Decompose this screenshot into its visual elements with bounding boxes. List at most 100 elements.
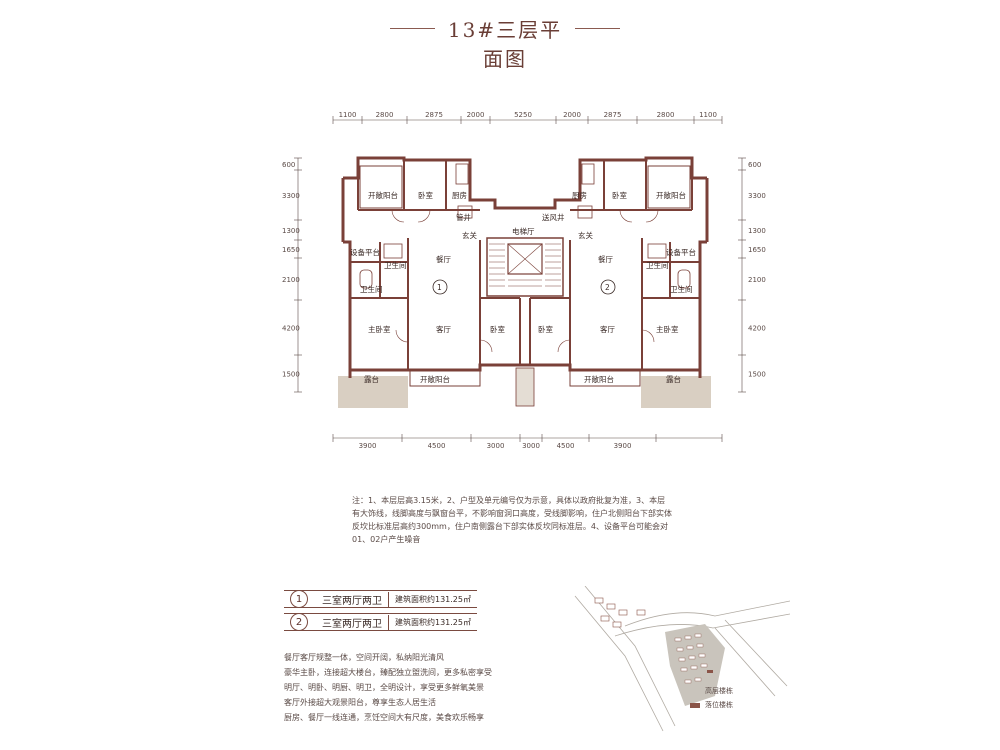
dimension-left: 600 3300 1300 1650 2100 4200 1500 — [282, 157, 302, 393]
label-terrace-1: 露台 — [364, 374, 379, 384]
unit-type: 三室两厅两卫 — [316, 591, 389, 607]
label-bath-2a: 卫生间 — [646, 260, 669, 270]
unit-number: 2 — [290, 613, 308, 631]
dimension-label: 3900 — [614, 442, 632, 450]
label-bath-1a: 卫生间 — [360, 284, 383, 294]
title-block: 13#三层平面图 — [0, 10, 1000, 71]
dimension-label: 2875 — [604, 111, 622, 119]
legend-item-highrise: 高层楼栋 — [690, 684, 733, 698]
label-elevator-hall: 电梯厅 — [512, 226, 535, 236]
dimension-label: 2000 — [467, 111, 485, 119]
dimension-label: 3300 — [748, 192, 766, 200]
title-rule-left — [390, 28, 435, 29]
svg-text:1: 1 — [437, 283, 442, 292]
feature-item: 客厅外接超大观景阳台，尊享生态人居生活 — [284, 698, 436, 707]
dimension-label: 600 — [282, 161, 295, 169]
label-dining-2: 餐厅 — [598, 255, 613, 264]
label-living-1: 客厅 — [436, 324, 451, 334]
dimension-label: 5250 — [514, 111, 532, 119]
label-dining-1: 餐厅 — [436, 255, 451, 264]
label-terrace-2: 露台 — [666, 374, 681, 384]
unit-marker-1: 1 — [432, 279, 448, 295]
dimension-label: 2100 — [282, 276, 300, 284]
map-legend: 高层楼栋 落位楼栋 — [690, 684, 733, 712]
label-balcony-1b: 开敞阳台 — [420, 374, 450, 384]
label-bedroom-1a: 卧室 — [418, 190, 433, 200]
dimension-bottom: 3900 4500 3000 3000 4500 3900 — [332, 434, 723, 450]
label-entrance-1: 玄关 — [462, 230, 477, 240]
label-balcony-2b: 开敞阳台 — [584, 374, 614, 384]
unit-row-1: 1 三室两厅两卫 建筑面积约131.25㎡ — [284, 590, 477, 608]
dimension-label: 1500 — [748, 371, 766, 379]
dimension-label: 1300 — [282, 227, 300, 235]
label-living-2: 客厅 — [600, 324, 615, 334]
door-swings — [391, 209, 659, 353]
dimension-label: 4200 — [748, 325, 766, 333]
label-pipe-1: 管井 — [456, 212, 471, 222]
label-bedroom-1b: 卧室 — [490, 324, 505, 334]
label-equip-2: 设备平台 — [666, 247, 696, 257]
walls-interior — [350, 160, 700, 370]
dimension-label: 600 — [748, 161, 761, 169]
dimension-label: 3000 — [522, 442, 540, 450]
legend-item-located: 落位楼栋 — [690, 698, 733, 712]
label-equip-1: 设备平台 — [350, 247, 380, 257]
label-bedroom-2a: 卧室 — [612, 190, 627, 200]
notes: 注：1、本层层高3.15米，2、户型及单元编号仅为示意，具体以政府批复为准，3、… — [352, 496, 672, 544]
label-kitchen-2: 厨房 — [572, 190, 587, 200]
site-map — [574, 586, 790, 732]
dimension-label: 3900 — [359, 442, 377, 450]
label-master-2: 主卧室 — [656, 324, 679, 334]
label-kitchen-1: 厨房 — [452, 190, 467, 200]
title-rule-right — [575, 28, 620, 29]
dimension-right: 600 3300 1300 1650 2100 4200 1500 — [738, 157, 766, 393]
dimension-label: 1650 — [748, 246, 766, 254]
label-bedroom-2b: 卧室 — [538, 324, 553, 334]
unit-list: 1 三室两厅两卫 建筑面积约131.25㎡ 2 三室两厅两卫 建筑面积约131.… — [284, 590, 477, 636]
label-master-1: 主卧室 — [368, 324, 391, 334]
feature-item: 厨房、餐厅一线连通，烹饪空间大有尺度，美食欢乐畅享 — [284, 713, 484, 722]
dimension-label: 2875 — [425, 111, 443, 119]
label-balcony-1: 开敞阳台 — [368, 190, 398, 200]
dimension-label: 4500 — [428, 442, 446, 450]
entry-porch — [515, 367, 535, 407]
label-entrance-2: 玄关 — [578, 230, 593, 240]
balconies — [359, 165, 691, 387]
legend-swatch — [690, 702, 700, 708]
dimension-label: 1500 — [282, 371, 300, 379]
dimension-label: 4500 — [557, 442, 575, 450]
label-balcony-2: 开敞阳台 — [656, 190, 686, 200]
unit-area: 建筑面积约131.25㎡ — [395, 617, 471, 627]
fixtures — [359, 163, 691, 289]
dimension-label: 2100 — [748, 276, 766, 284]
dimension-label: 1650 — [282, 246, 300, 254]
label-bath-1b: 卫生间 — [384, 260, 407, 270]
unit-number: 1 — [290, 590, 308, 608]
page-title: 13#三层平面图 — [447, 18, 563, 71]
dimension-label: 2800 — [376, 111, 394, 119]
dimension-label: 1100 — [699, 111, 717, 119]
svg-text:2: 2 — [605, 283, 610, 292]
terrace-right — [641, 376, 711, 408]
dimension-label: 2800 — [657, 111, 675, 119]
feature-item: 明厅、明卧、明厨、明卫，全明设计，享受更多鲜氧美景 — [284, 683, 484, 692]
dimension-label: 4200 — [282, 325, 300, 333]
terrace-left — [338, 376, 408, 408]
room-labels: 开敞阳台 卧室 厨房 管井 玄关 电梯厅 餐厅 设备平台 卫生间 卫生间 主卧室… — [350, 190, 696, 384]
label-shaft-2: 送风井 — [542, 212, 565, 222]
dimension-label: 3000 — [487, 442, 505, 450]
dimension-label: 2000 — [563, 111, 581, 119]
unit-type: 三室两厅两卫 — [316, 614, 389, 630]
unit-row-2: 2 三室两厅两卫 建筑面积约131.25㎡ — [284, 613, 477, 631]
dimension-label: 3300 — [282, 192, 300, 200]
legend-swatch — [690, 688, 700, 694]
dimension-label: 1300 — [748, 227, 766, 235]
feature-list: 餐厅客厅规整一体，空间开阔，私纳阳光清风 豪华主卧，连接超大楼台，臻配独立盥洗间… — [284, 650, 492, 725]
target-building — [707, 670, 713, 673]
core-stair-elevator — [486, 237, 564, 297]
feature-item: 餐厅客厅规整一体，空间开阔，私纳阳光清风 — [284, 653, 444, 662]
label-bath-2b: 卫生间 — [670, 284, 693, 294]
unit-area: 建筑面积约131.25㎡ — [395, 594, 471, 604]
